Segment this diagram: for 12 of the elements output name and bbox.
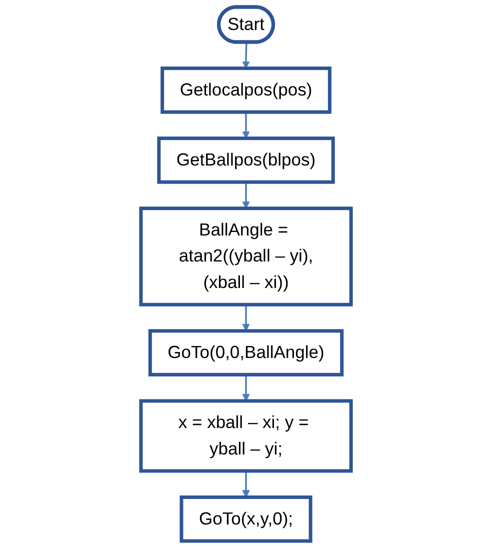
arrow — [242, 374, 250, 402]
arrow — [242, 182, 250, 209]
arrow — [242, 42, 250, 69]
node-box: GetBallpos(blpos) — [157, 136, 335, 184]
node-box: GoTo(x,y,0); — [180, 495, 312, 543]
arrow — [242, 470, 250, 498]
node-box: Getlocalpos(pos) — [160, 66, 332, 114]
node-box: BallAngle = atan2((yball – yi),(xball – xi)) — [139, 206, 353, 306]
arrow — [242, 304, 250, 332]
node-box: x = xball – xi; y = yball – yi; — [139, 399, 353, 473]
arrow — [242, 112, 250, 139]
node-box: GoTo(0,0,BallAngle) — [148, 329, 344, 376]
